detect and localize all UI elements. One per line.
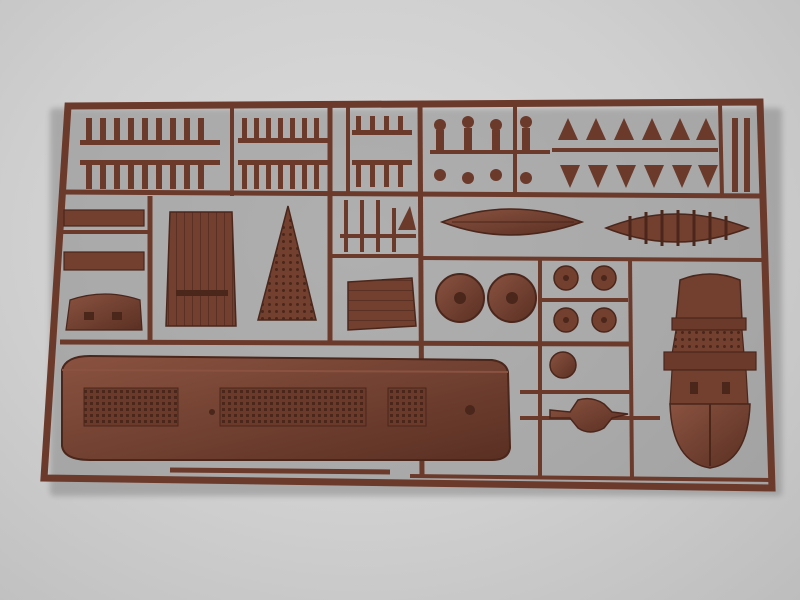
lantern-parts bbox=[552, 118, 718, 188]
mast-parts bbox=[340, 200, 416, 252]
small-parts-row-3 bbox=[352, 116, 412, 187]
figure-parts bbox=[430, 116, 550, 184]
main-deck bbox=[61, 354, 512, 461]
hull-section-small bbox=[347, 277, 417, 331]
bottom-runners bbox=[169, 467, 771, 482]
small-parts-row-2 bbox=[238, 118, 330, 189]
stern-pieces bbox=[63, 209, 145, 331]
rowing-boat bbox=[603, 210, 751, 246]
ornament-parts bbox=[549, 351, 629, 433]
small-wheels bbox=[553, 265, 617, 333]
small-parts-row-1 bbox=[80, 118, 220, 189]
deck-panel bbox=[165, 211, 237, 327]
longboat-hull bbox=[439, 208, 585, 236]
round-discs bbox=[435, 273, 537, 323]
grating-triangle bbox=[257, 205, 317, 321]
rail-parts bbox=[732, 118, 750, 192]
stern-castle bbox=[663, 273, 757, 469]
